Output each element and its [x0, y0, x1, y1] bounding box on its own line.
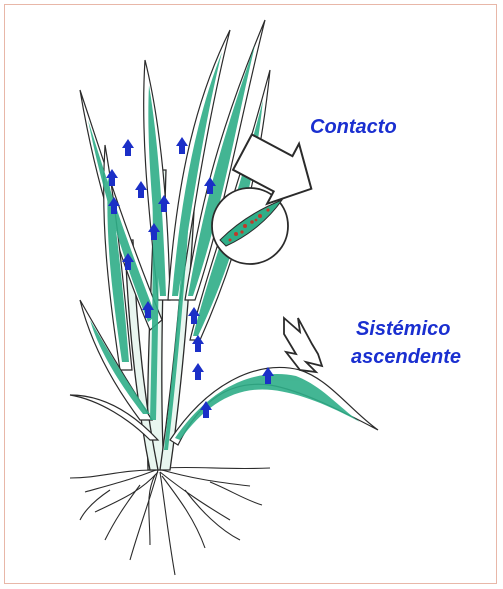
upward-arrow-icon — [192, 363, 204, 380]
upward-arrow-icon — [122, 139, 134, 156]
roots — [70, 467, 270, 575]
upward-arrow-icon — [176, 137, 188, 154]
systemic-label-line1: Sistémico — [356, 318, 450, 341]
upward-arrow-icon — [135, 181, 147, 198]
systemic-label-line2: ascendente — [351, 346, 461, 369]
contact-label: Contacto — [310, 116, 397, 139]
systemic-arrow-icon — [284, 318, 322, 372]
